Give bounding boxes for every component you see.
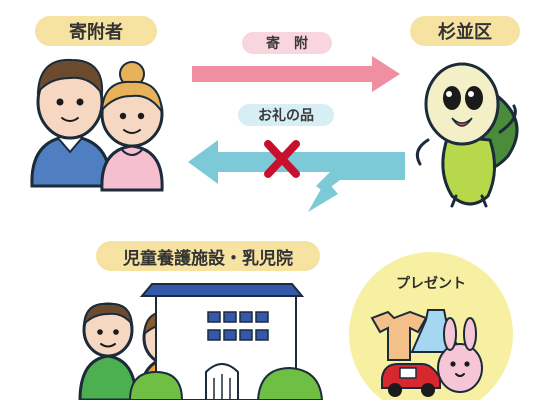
bunny-toy-icon (437, 317, 483, 393)
donor-woman-illustration (100, 61, 164, 192)
return-arrow (188, 140, 405, 212)
facility-building-illustration (128, 283, 324, 400)
donor-label: 寄附者 (35, 16, 157, 46)
present-items (370, 309, 483, 397)
cross-icon (264, 140, 300, 178)
present-label: プレゼント (396, 275, 466, 292)
donation-arrow (192, 56, 400, 92)
facility-label: 児童養護施設・乳児院 (96, 241, 320, 271)
ward-label: 杉並区 (410, 16, 520, 46)
tshirt-icon (370, 310, 428, 361)
thanks-gift-label: お礼の品 (238, 104, 334, 126)
ward-mascot-illustration (415, 62, 519, 208)
donation-arrow-label: 寄 附 (242, 32, 332, 54)
donor-man-illustration (30, 58, 112, 188)
svg-text:プレゼント: プレゼント (396, 275, 466, 292)
